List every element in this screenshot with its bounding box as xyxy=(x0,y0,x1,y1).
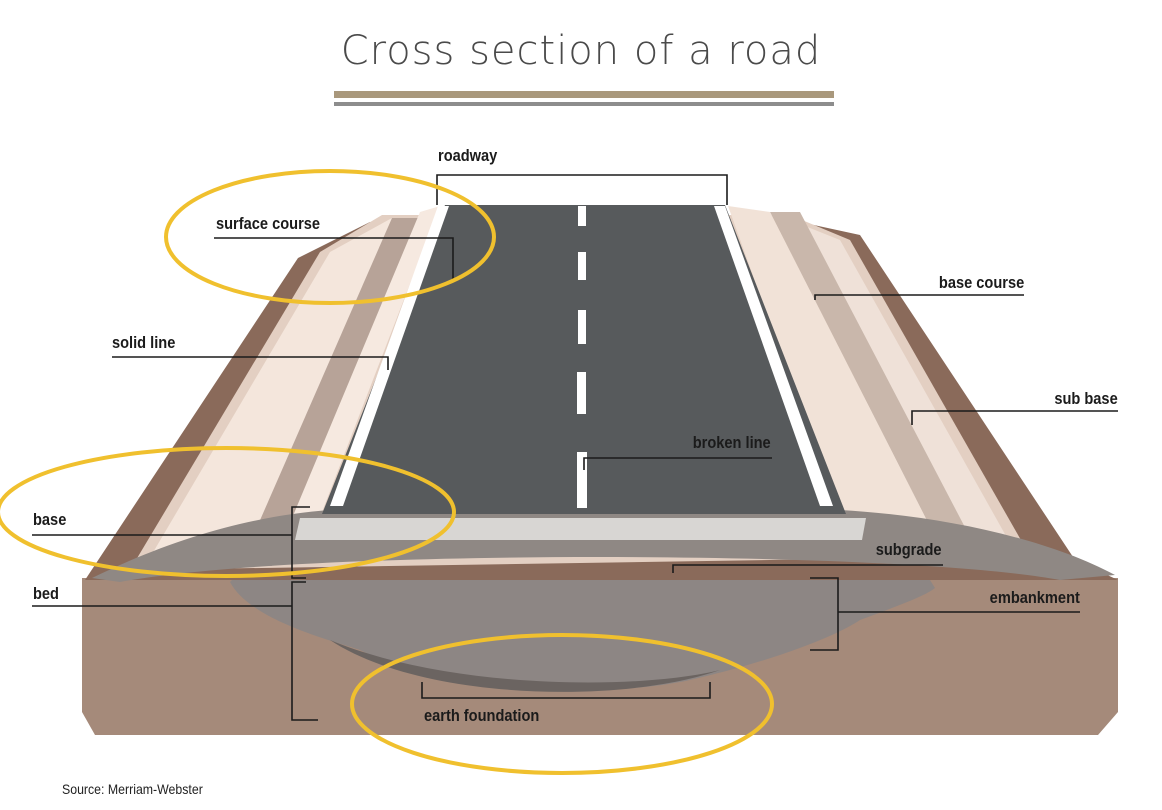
label-base: base xyxy=(33,510,67,529)
leader-lines xyxy=(32,174,1118,721)
highlight-ellipses xyxy=(0,169,774,775)
bed-bracket xyxy=(291,581,318,721)
label-sub-base: sub base xyxy=(1054,389,1118,408)
label-bed: bed xyxy=(33,584,60,603)
embankment-bracket xyxy=(810,577,839,651)
roadway-bracket xyxy=(436,174,728,205)
title-rule-tan xyxy=(334,91,834,98)
highlight-surface-course xyxy=(164,169,496,305)
label-roadway: roadway xyxy=(438,146,498,165)
subgrade-leader xyxy=(672,564,943,573)
sub-base-highlight xyxy=(145,218,420,566)
source-credit: Source: Merriam-Webster xyxy=(62,781,203,797)
base-course-strip-left xyxy=(240,218,420,566)
solid-line-leader xyxy=(112,356,389,370)
surface-course-leader xyxy=(214,237,454,282)
shoulder-right xyxy=(728,206,945,556)
diagram-title: Cross section of a road xyxy=(340,28,822,74)
base-bracket xyxy=(291,506,310,579)
label-subgrade: subgrade xyxy=(876,540,942,559)
label-embankment: embankment xyxy=(989,588,1080,607)
label-broken-line: broken line xyxy=(693,433,771,452)
title-rule-gray xyxy=(334,102,834,106)
road-edge xyxy=(295,518,866,540)
label-surface-course: surface course xyxy=(216,214,321,233)
label-base-course: base course xyxy=(938,273,1024,292)
label-solid-line: solid line xyxy=(112,333,176,352)
earth-foundation xyxy=(330,640,720,692)
highlight-base xyxy=(0,446,456,578)
base-course-leader xyxy=(814,294,1024,300)
solid-line-left xyxy=(330,206,449,506)
highlight-earth-foundation xyxy=(350,633,774,775)
sub-base-leader xyxy=(911,410,1118,425)
base-course-strip-right xyxy=(770,212,980,556)
broken-line-leader xyxy=(583,457,772,470)
earth-foundation-bracket xyxy=(421,682,711,699)
broken-line-dashes xyxy=(577,206,587,508)
label-earth-foundation: earth foundation xyxy=(424,706,540,725)
solid-line-right xyxy=(714,206,833,506)
